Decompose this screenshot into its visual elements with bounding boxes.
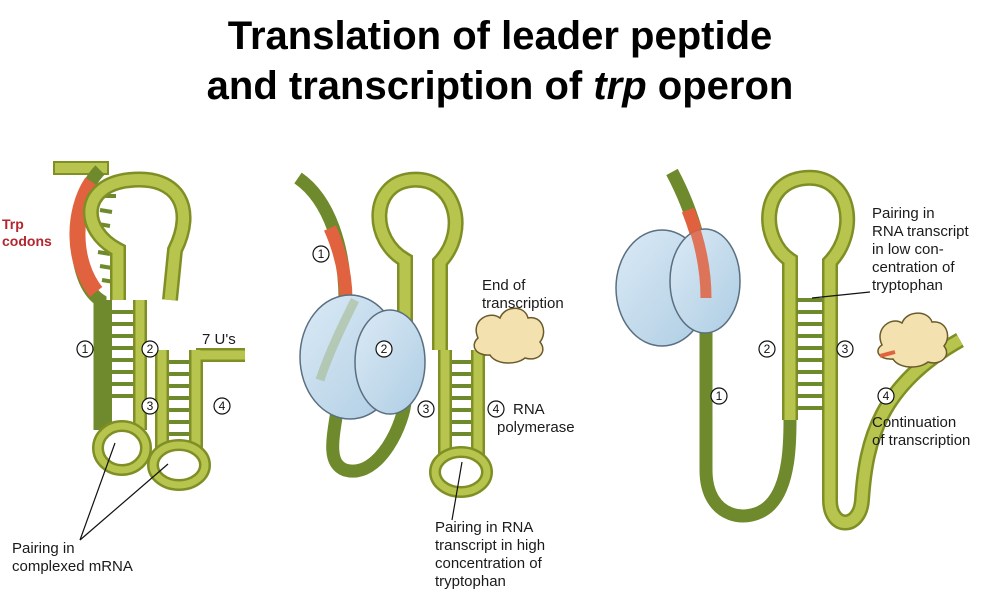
region-number-1-right: 1 [710,387,728,405]
end-transcription-label-2: transcription [482,295,564,312]
region-number-2-mid: 2 [375,340,393,358]
svg-text:4: 4 [493,402,500,416]
rna-polymerase-label-2: polymerase [497,419,575,436]
region-number-3-mid: 3 [417,400,435,418]
svg-text:4: 4 [883,389,890,403]
title-line-2-prefix: and transcription of [206,64,594,108]
panel-right: Pairing in RNA transcript in low con- ce… [615,168,970,531]
region-number-3-right: 3 [836,340,854,358]
trp-codons-label-2: codons [2,233,52,249]
rna-polymerase-label-1: RNA [513,401,545,418]
panel-left: Trp codons 7 U's 1 2 3 4 Pairing in comp… [2,161,245,575]
title-line-1: Translation of leader peptide [227,14,773,58]
svg-text:4: 4 [219,399,226,413]
pairing-pointer-right [811,291,871,299]
svg-text:3: 3 [423,402,430,416]
pairing-low-label-3: in low con- [872,241,944,258]
region-number-2: 2 [141,340,159,358]
pairing-dashes-3-4-mid [452,360,471,436]
region-number-4: 4 [213,397,231,415]
trp-codon-segment-mid [324,225,353,301]
title-line-2-suffix: operon [646,64,794,108]
pairing-high-label-3: concentration of [435,555,543,572]
pairing-high-label-2: transcript in high [435,537,545,554]
svg-text:2: 2 [764,342,771,356]
region-number-2-right: 2 [758,340,776,358]
rna-polymerase-mid [473,307,545,364]
trp-codon-segment [69,177,103,297]
seven-us-label: 7 U's [202,331,236,348]
region-number-4-right: 4 [877,387,895,405]
region-number-4-mid: 4 [487,400,505,418]
region-number-1: 1 [76,340,94,358]
title-line-2: and transcription of trp operon [0,62,1000,110]
pairing-low-label-4: centration of [872,259,955,276]
pairing-complexed-label-1: Pairing in [12,540,75,557]
pairing-low-label-1: Pairing in [872,205,935,222]
pairing-dashes-1-2 [112,310,133,398]
ribosome-large-subunit [354,309,426,415]
pairing-high-label-4: tryptophan [435,573,506,590]
svg-text:2: 2 [147,342,154,356]
end-transcription-label-1: End of [482,277,526,294]
region-number-1-mid: 1 [312,245,330,263]
svg-text:3: 3 [147,399,154,413]
pairing-pointer-lines [79,442,169,541]
pairing-dashes-3-4 [169,360,189,436]
pairing-high-label-1: Pairing in RNA [435,519,533,536]
svg-text:1: 1 [716,389,723,403]
svg-text:1: 1 [82,342,89,356]
rna-polymerase-right [877,312,949,368]
pairing-complexed-label-2: complexed mRNA [12,558,133,575]
svg-text:3: 3 [842,342,849,356]
pairing-low-label-2: RNA transcript [872,223,970,240]
title-line-2-italic: trp [593,64,647,108]
continuation-label-1: Continuation [872,414,956,431]
svg-text:1: 1 [318,247,325,261]
pairing-pointer-mid [451,461,463,521]
pairing-dashes-2-3-right [797,298,823,410]
svg-text:2: 2 [381,342,388,356]
pairing-low-label-5: tryptophan [872,277,943,294]
region-number-3: 3 [141,397,159,415]
continuation-label-2: of transcription [872,432,970,449]
trp-codons-label-1: Trp [2,216,24,232]
panel-middle: End of transcription RNA polymerase 1 2 … [294,171,575,590]
